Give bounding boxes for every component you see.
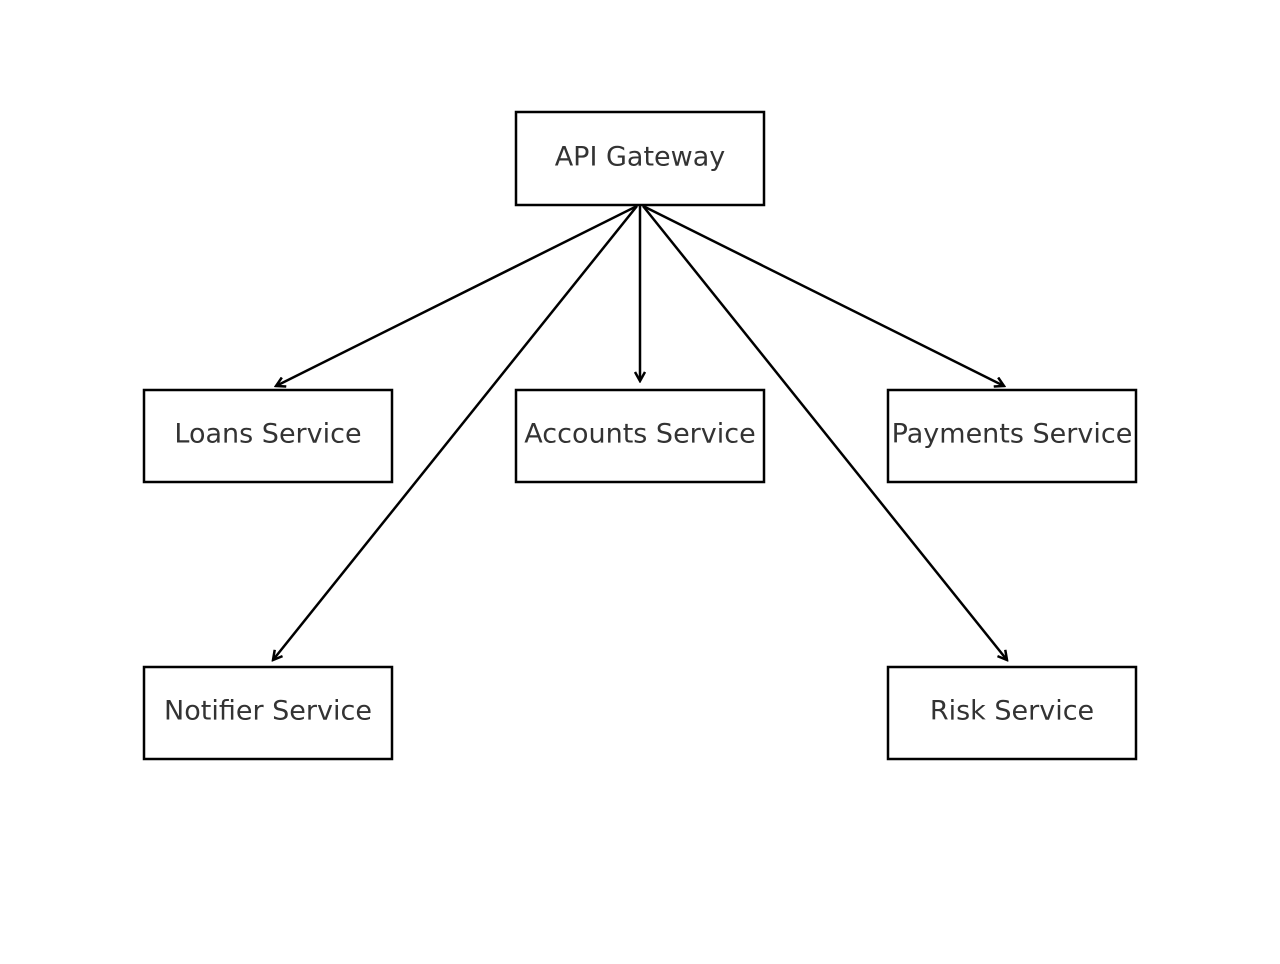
edge-gateway-to-loans — [276, 204, 638, 386]
node-box — [886, 665, 1138, 761]
node-risk-service: Risk Service — [886, 665, 1138, 761]
node-label: API Gateway — [555, 142, 726, 173]
node-label: Loans Service — [174, 419, 361, 450]
node-box — [514, 110, 766, 207]
edge-gateway-to-risk — [642, 205, 1007, 660]
node-notifier-service: Notifier Service — [142, 665, 394, 761]
node-box — [142, 388, 394, 484]
node-box — [886, 388, 1138, 484]
node-box — [142, 665, 394, 761]
edge-gateway-to-payments — [642, 204, 1004, 386]
node-accounts-service: Accounts Service — [514, 388, 766, 484]
edge-gateway-to-notifier — [273, 205, 638, 660]
node-loans-service: Loans Service — [142, 388, 394, 484]
node-box — [514, 388, 766, 484]
node-label: Risk Service — [930, 696, 1094, 727]
node-payments-service: Payments Service — [886, 388, 1138, 484]
node-label: Accounts Service — [524, 419, 755, 450]
node-label: Notifier Service — [164, 696, 372, 727]
node-api-gateway: API Gateway — [514, 110, 766, 207]
node-label: Payments Service — [892, 419, 1133, 450]
